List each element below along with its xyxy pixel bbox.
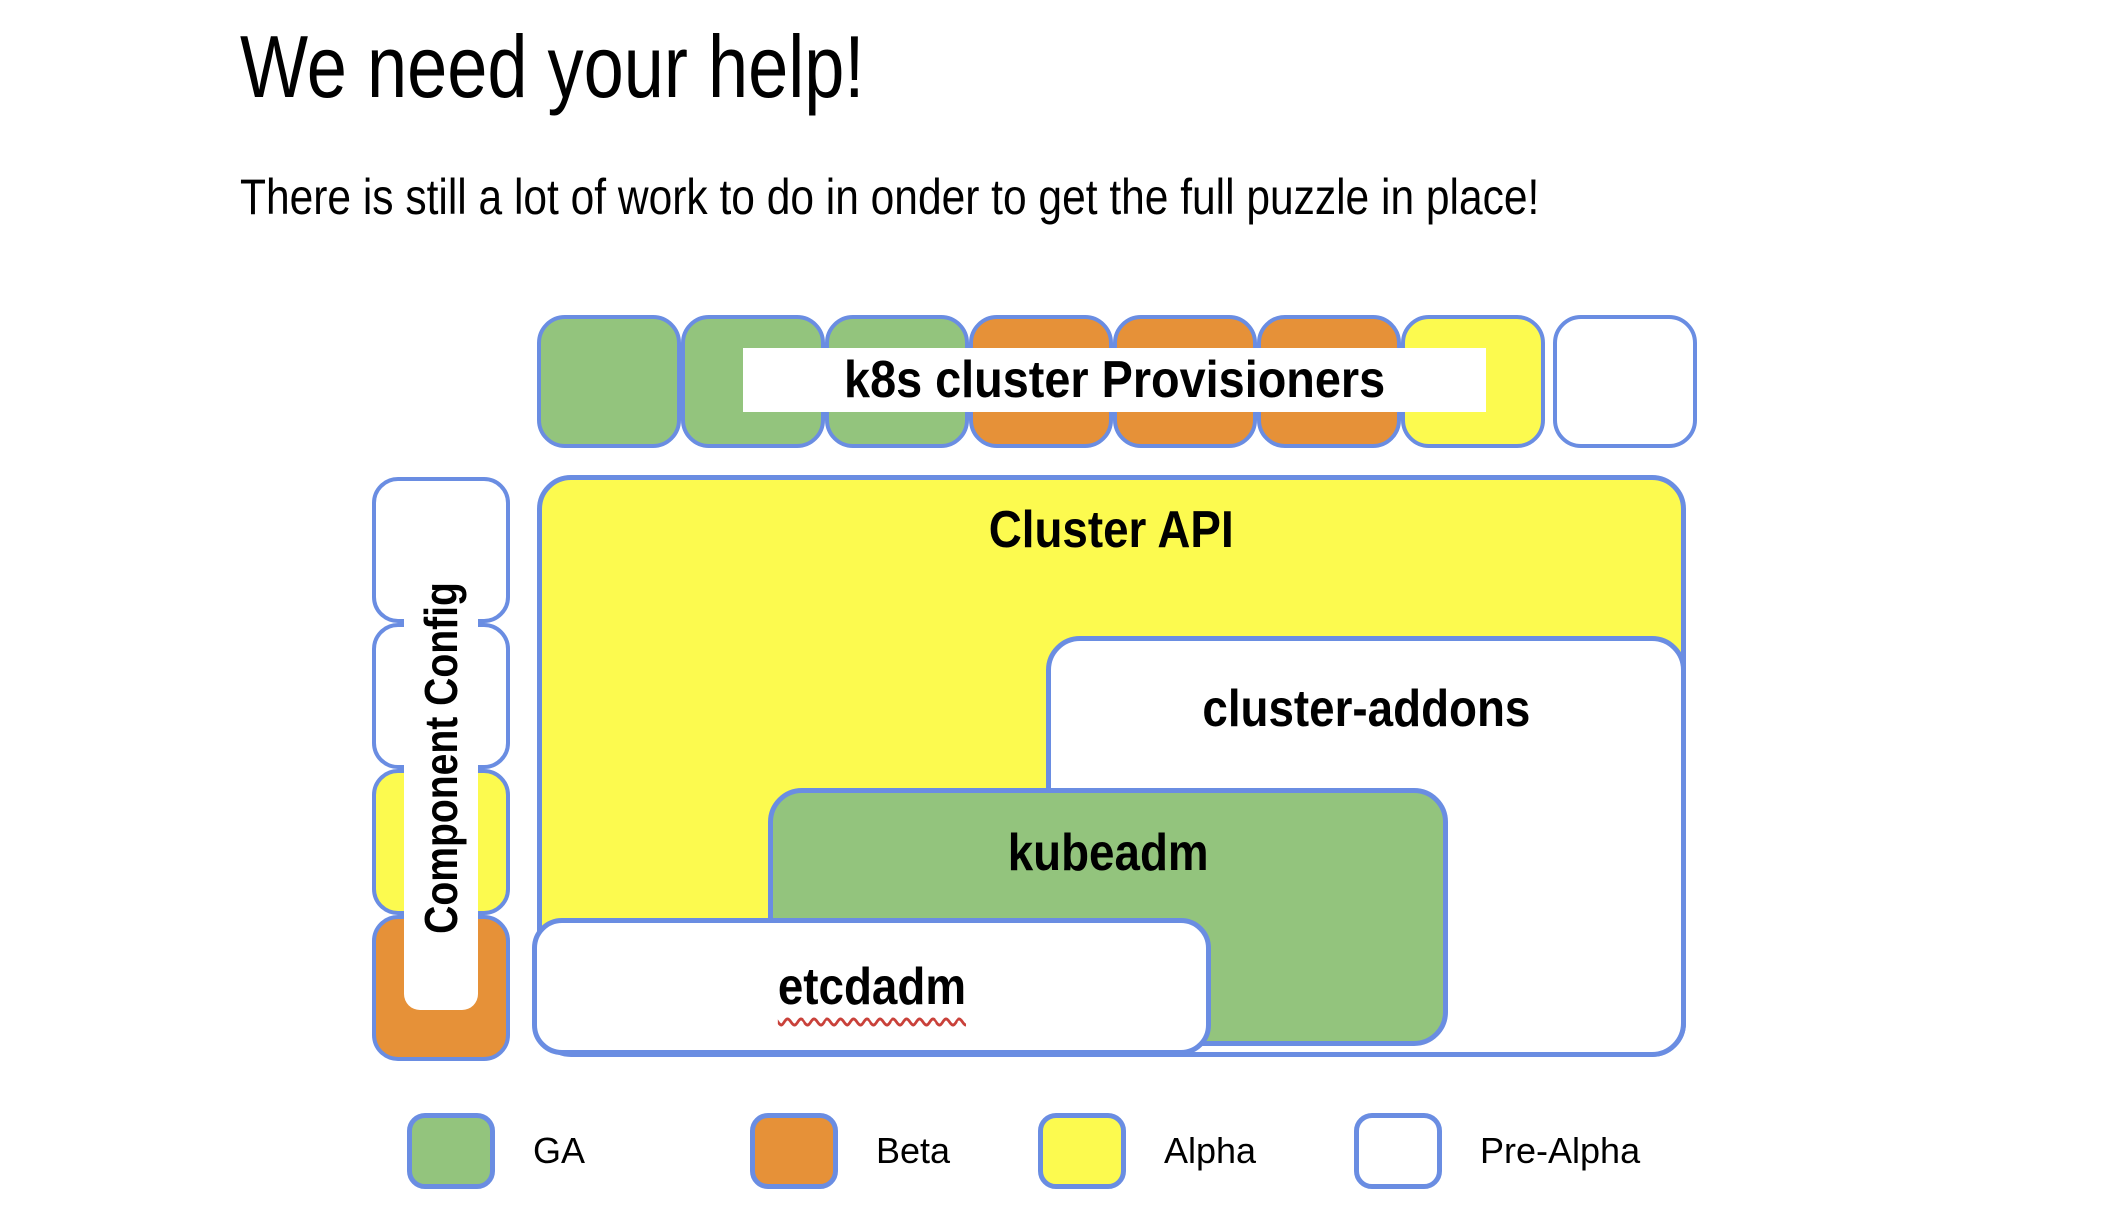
slide-subtitle: There is still a lot of work to do in on… bbox=[240, 168, 1769, 226]
slide-title: We need your help! bbox=[240, 16, 1002, 118]
legend-label-beta: Beta bbox=[876, 1130, 951, 1171]
legend-swatch-prealpha bbox=[1354, 1113, 1442, 1189]
component-config-label-strip: Component Config bbox=[404, 505, 478, 1010]
component-config-label: Component Config bbox=[415, 581, 468, 934]
kubeadm-label: kubeadm bbox=[1007, 824, 1209, 882]
legend-swatch-alpha bbox=[1038, 1113, 1126, 1189]
status-square-ga bbox=[537, 315, 681, 448]
slide-subtitle-text: There is still a lot of work to do in on… bbox=[240, 169, 1540, 225]
status-square-prealpha bbox=[1553, 315, 1697, 448]
cluster-api-label: Cluster API bbox=[989, 501, 1234, 559]
cluster-addons-label: cluster-addons bbox=[1201, 680, 1530, 738]
legend-item-beta: Beta bbox=[750, 1113, 950, 1189]
provisioners-label: k8s cluster Provisioners bbox=[843, 351, 1386, 409]
legend-label-ga: GA bbox=[533, 1130, 586, 1171]
legend-label-prealpha: Pre-Alpha bbox=[1480, 1130, 1641, 1171]
slide-title-text: We need your help! bbox=[240, 17, 865, 116]
legend-item-alpha: Alpha bbox=[1038, 1113, 1256, 1189]
legend-label-alpha: Alpha bbox=[1164, 1130, 1257, 1171]
legend-swatch-beta bbox=[750, 1113, 838, 1189]
etcdadm-label: etcdadm bbox=[777, 957, 966, 1016]
legend-item-ga: GA bbox=[407, 1113, 585, 1189]
provisioners-label-strip: k8s cluster Provisioners bbox=[743, 348, 1486, 412]
etcdadm-box: etcdadm bbox=[532, 918, 1211, 1055]
legend-item-prealpha: Pre-Alpha bbox=[1354, 1113, 1640, 1189]
legend-swatch-ga bbox=[407, 1113, 495, 1189]
